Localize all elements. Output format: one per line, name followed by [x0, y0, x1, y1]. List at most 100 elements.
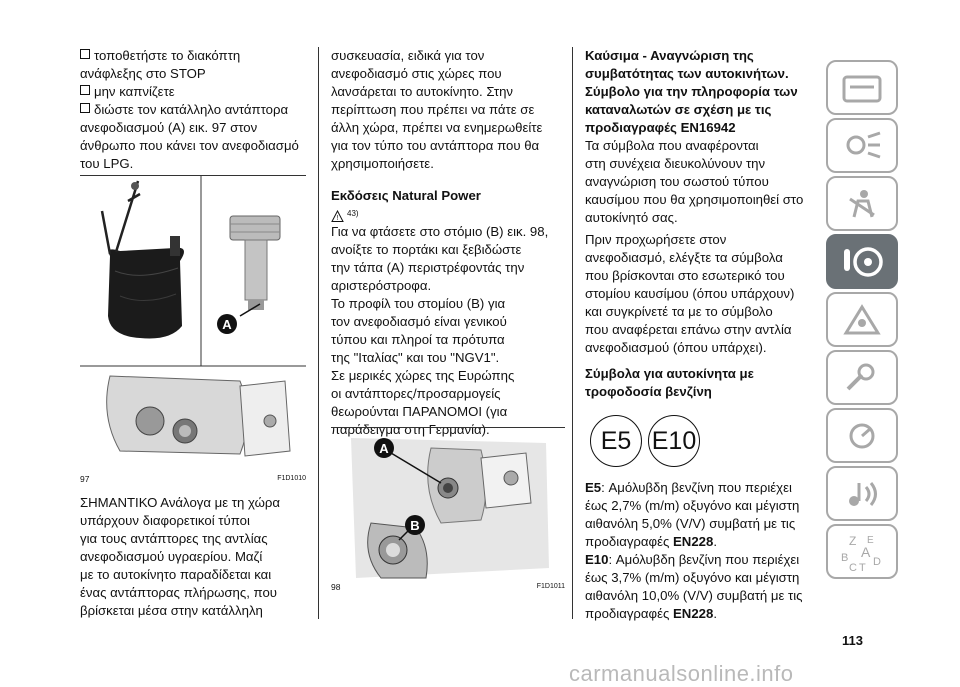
- e5-description-line: έως 2,7% (m/m) οξυγόνο και μέγιστη: [585, 497, 811, 515]
- text-line: ανεφοδιασμό, ελέγξτε τα σύμβολα: [585, 250, 783, 265]
- index-letter-z: Z: [849, 534, 856, 548]
- specs-icon: [849, 423, 875, 448]
- multimedia-icon: [849, 481, 877, 506]
- text-line: Το προφίλ του στομίου (B) για: [331, 296, 506, 311]
- text-line: αυτοκίνητό σας.: [585, 210, 678, 225]
- e5-badge: E5: [590, 415, 642, 467]
- figure-98-code: F1D1011: [536, 583, 565, 590]
- text-line-content: άνθρωπο που κάνει τον ανεφοδιασμό: [80, 138, 299, 153]
- figure-98-number: 98: [331, 582, 341, 592]
- text-line: τον ανεφοδιασμό είναι γενικού: [331, 314, 507, 329]
- index-letter-t: T: [859, 562, 866, 573]
- text-line: στομίου καυσίμου (όπου υπάρχουν): [585, 286, 795, 301]
- tab-dashboard[interactable]: [826, 60, 898, 115]
- section-heading-line: Σύμβολα για αυτοκίνητα με: [585, 366, 754, 381]
- text-line: με το αυτοκίνητο παραδίδεται και: [80, 567, 272, 582]
- text-line-content: του LPG.: [80, 156, 134, 171]
- text-line: περίπτωση που πρέπει να πάτε σε: [331, 102, 535, 117]
- figure-98-label-a: A: [379, 441, 389, 456]
- text-line: ΣΗΜΑΝΤΙΚΟ Ανάλογα με τη χώρα: [80, 495, 281, 510]
- tab-technical-data[interactable]: [826, 408, 898, 463]
- text-line: ανάφλεξης στο STOP: [80, 65, 306, 83]
- lights-icon: [846, 131, 881, 158]
- text-line: του LPG.: [80, 155, 306, 173]
- tab-index[interactable]: Z E A B C T D: [826, 524, 898, 579]
- e10-text: προδιαγραφές: [585, 606, 673, 621]
- e5-text: έως 2,7% (m/m) οξυγόνο και μέγιστη: [585, 498, 800, 513]
- bullet-checkbox: [80, 85, 90, 95]
- e10-label: E10: [585, 552, 609, 567]
- service-icon: [846, 363, 875, 390]
- text-line: βρίσκεται μέσα στην κατάλληλη: [80, 603, 263, 618]
- e10-badge: E10: [648, 415, 700, 467]
- dashboard-icon: [842, 75, 882, 102]
- text-line: μην καπνίζετε: [80, 83, 306, 101]
- column-1: τοποθετήστε το διακόπτη ανάφλεξης στο STO…: [80, 47, 306, 173]
- e5-standard: EN228: [673, 534, 714, 549]
- text-line: που αναφέρεται επάνω στην αντλία: [585, 322, 792, 337]
- column-divider-1: [318, 47, 319, 619]
- text-line-content: ανάφλεξης στο STOP: [80, 66, 206, 81]
- e10-text: έως 3,7% (m/m) οξυγόνο και μέγιστη: [585, 570, 800, 585]
- text-line: για τον τύπο του αντάπτορα που θα: [331, 138, 540, 153]
- bullet-checkbox: [80, 103, 90, 113]
- tab-lights[interactable]: [826, 118, 898, 173]
- tab-emergency[interactable]: [826, 292, 898, 347]
- text-line: που βρίσκονται στο εσωτερικό του: [585, 268, 785, 283]
- text-line: άλλη χώρα, πρέπει να ενημερωθείτε: [331, 120, 543, 135]
- e5-period: .: [713, 534, 717, 549]
- index-letter-d: D: [873, 556, 881, 568]
- text-line: ανεφοδιασμό στις χώρες που: [331, 66, 502, 81]
- text-line: Πριν προχωρήσετε στον: [585, 232, 727, 247]
- natural-power-heading: Εκδόσεις Natural Power: [331, 188, 481, 203]
- e10-description-line: προδιαγραφές EN228.: [585, 605, 811, 623]
- text-line: την τάπα (A) περιστρέφοντάς την: [331, 260, 525, 275]
- text-line: άνθρωπο που κάνει τον ανεφοδιασμό: [80, 137, 306, 155]
- page-number: 113: [842, 633, 863, 648]
- note-number: 43): [347, 209, 359, 218]
- text-line: για τους αντάπτορες της αντλίας: [80, 531, 268, 546]
- text-line-content: τοποθετήστε το διακόπτη: [94, 48, 241, 63]
- text-line: της "Ιταλίας" και του "NGV1".: [331, 350, 500, 365]
- section-heading-line: συμβατότητας των αυτοκινήτων.: [585, 66, 789, 81]
- text-line: τοποθετήστε το διακόπτη: [80, 47, 306, 65]
- section-heading-line: προδιαγραφές EN16942: [585, 120, 736, 135]
- e5-text: προδιαγραφές: [585, 534, 673, 549]
- index-letter-c: C: [849, 562, 857, 573]
- column-divider-2: [572, 47, 573, 619]
- figure-97-label-a: A: [222, 317, 232, 332]
- section-heading-line: καταναλωτών σε σχέση με τις: [585, 102, 772, 117]
- warning-icon: !: [331, 210, 344, 222]
- text-line: αριστερόστροφα.: [331, 278, 432, 293]
- index-letter-e: E: [867, 535, 874, 546]
- svg-text:!: !: [337, 215, 339, 222]
- text-line-content: ανεφοδιασμού (A) εικ. 97 στον: [80, 120, 258, 135]
- text-line: χρησιμοποιήσετε.: [331, 156, 434, 171]
- figure-97-number: 97: [80, 474, 90, 484]
- text-line: υπάρχουν διαφορετικοί τύποι: [80, 513, 250, 528]
- e10-period: .: [713, 606, 717, 621]
- text-line: και συγκρίνετέ τα με το σύμβολο: [585, 304, 773, 319]
- text-line: καυσίμου που θα χρησιμοποιηθεί στο: [585, 192, 804, 207]
- e5-label: E5: [585, 480, 602, 495]
- tab-maintenance[interactable]: [826, 350, 898, 405]
- tab-starting-driving[interactable]: [826, 234, 898, 289]
- figure-98-illustration: A B: [351, 438, 549, 579]
- e5-text: : Αμόλυβδη βενζίνη που περιέχει: [601, 480, 792, 495]
- figure-97: A 97 F1D1010: [80, 175, 306, 486]
- text-line: Τα σύμβολα που αναφέρονται: [585, 138, 759, 153]
- tab-multimedia[interactable]: [826, 466, 898, 521]
- tab-safety[interactable]: [826, 176, 898, 231]
- steering-key-icon: [844, 246, 883, 277]
- text-line: λανσάρεται το αυτοκίνητο. Στην: [331, 84, 514, 99]
- e10-text: : Αμόλυβδη βενζίνη που περιέχει: [608, 552, 800, 567]
- section-heading-line: Καύσιμα - Αναγνώριση της: [585, 48, 754, 63]
- index-icon: Z E A B C T D: [841, 534, 881, 573]
- bullet-checkbox: [80, 49, 90, 59]
- e10-text: αιθανόλη 10,0% (V/V) συμβατή με τις: [585, 588, 803, 603]
- text-line: στη συνέχεια διευκολύνουν την: [585, 156, 766, 171]
- fuel-symbols: E5 E10: [590, 415, 811, 467]
- text-line: Σε μερικές χώρες της Ευρώπης: [331, 368, 515, 383]
- e10-description-line: αιθανόλη 10,0% (V/V) συμβατή με τις: [585, 587, 811, 605]
- index-letter-a: A: [861, 544, 871, 560]
